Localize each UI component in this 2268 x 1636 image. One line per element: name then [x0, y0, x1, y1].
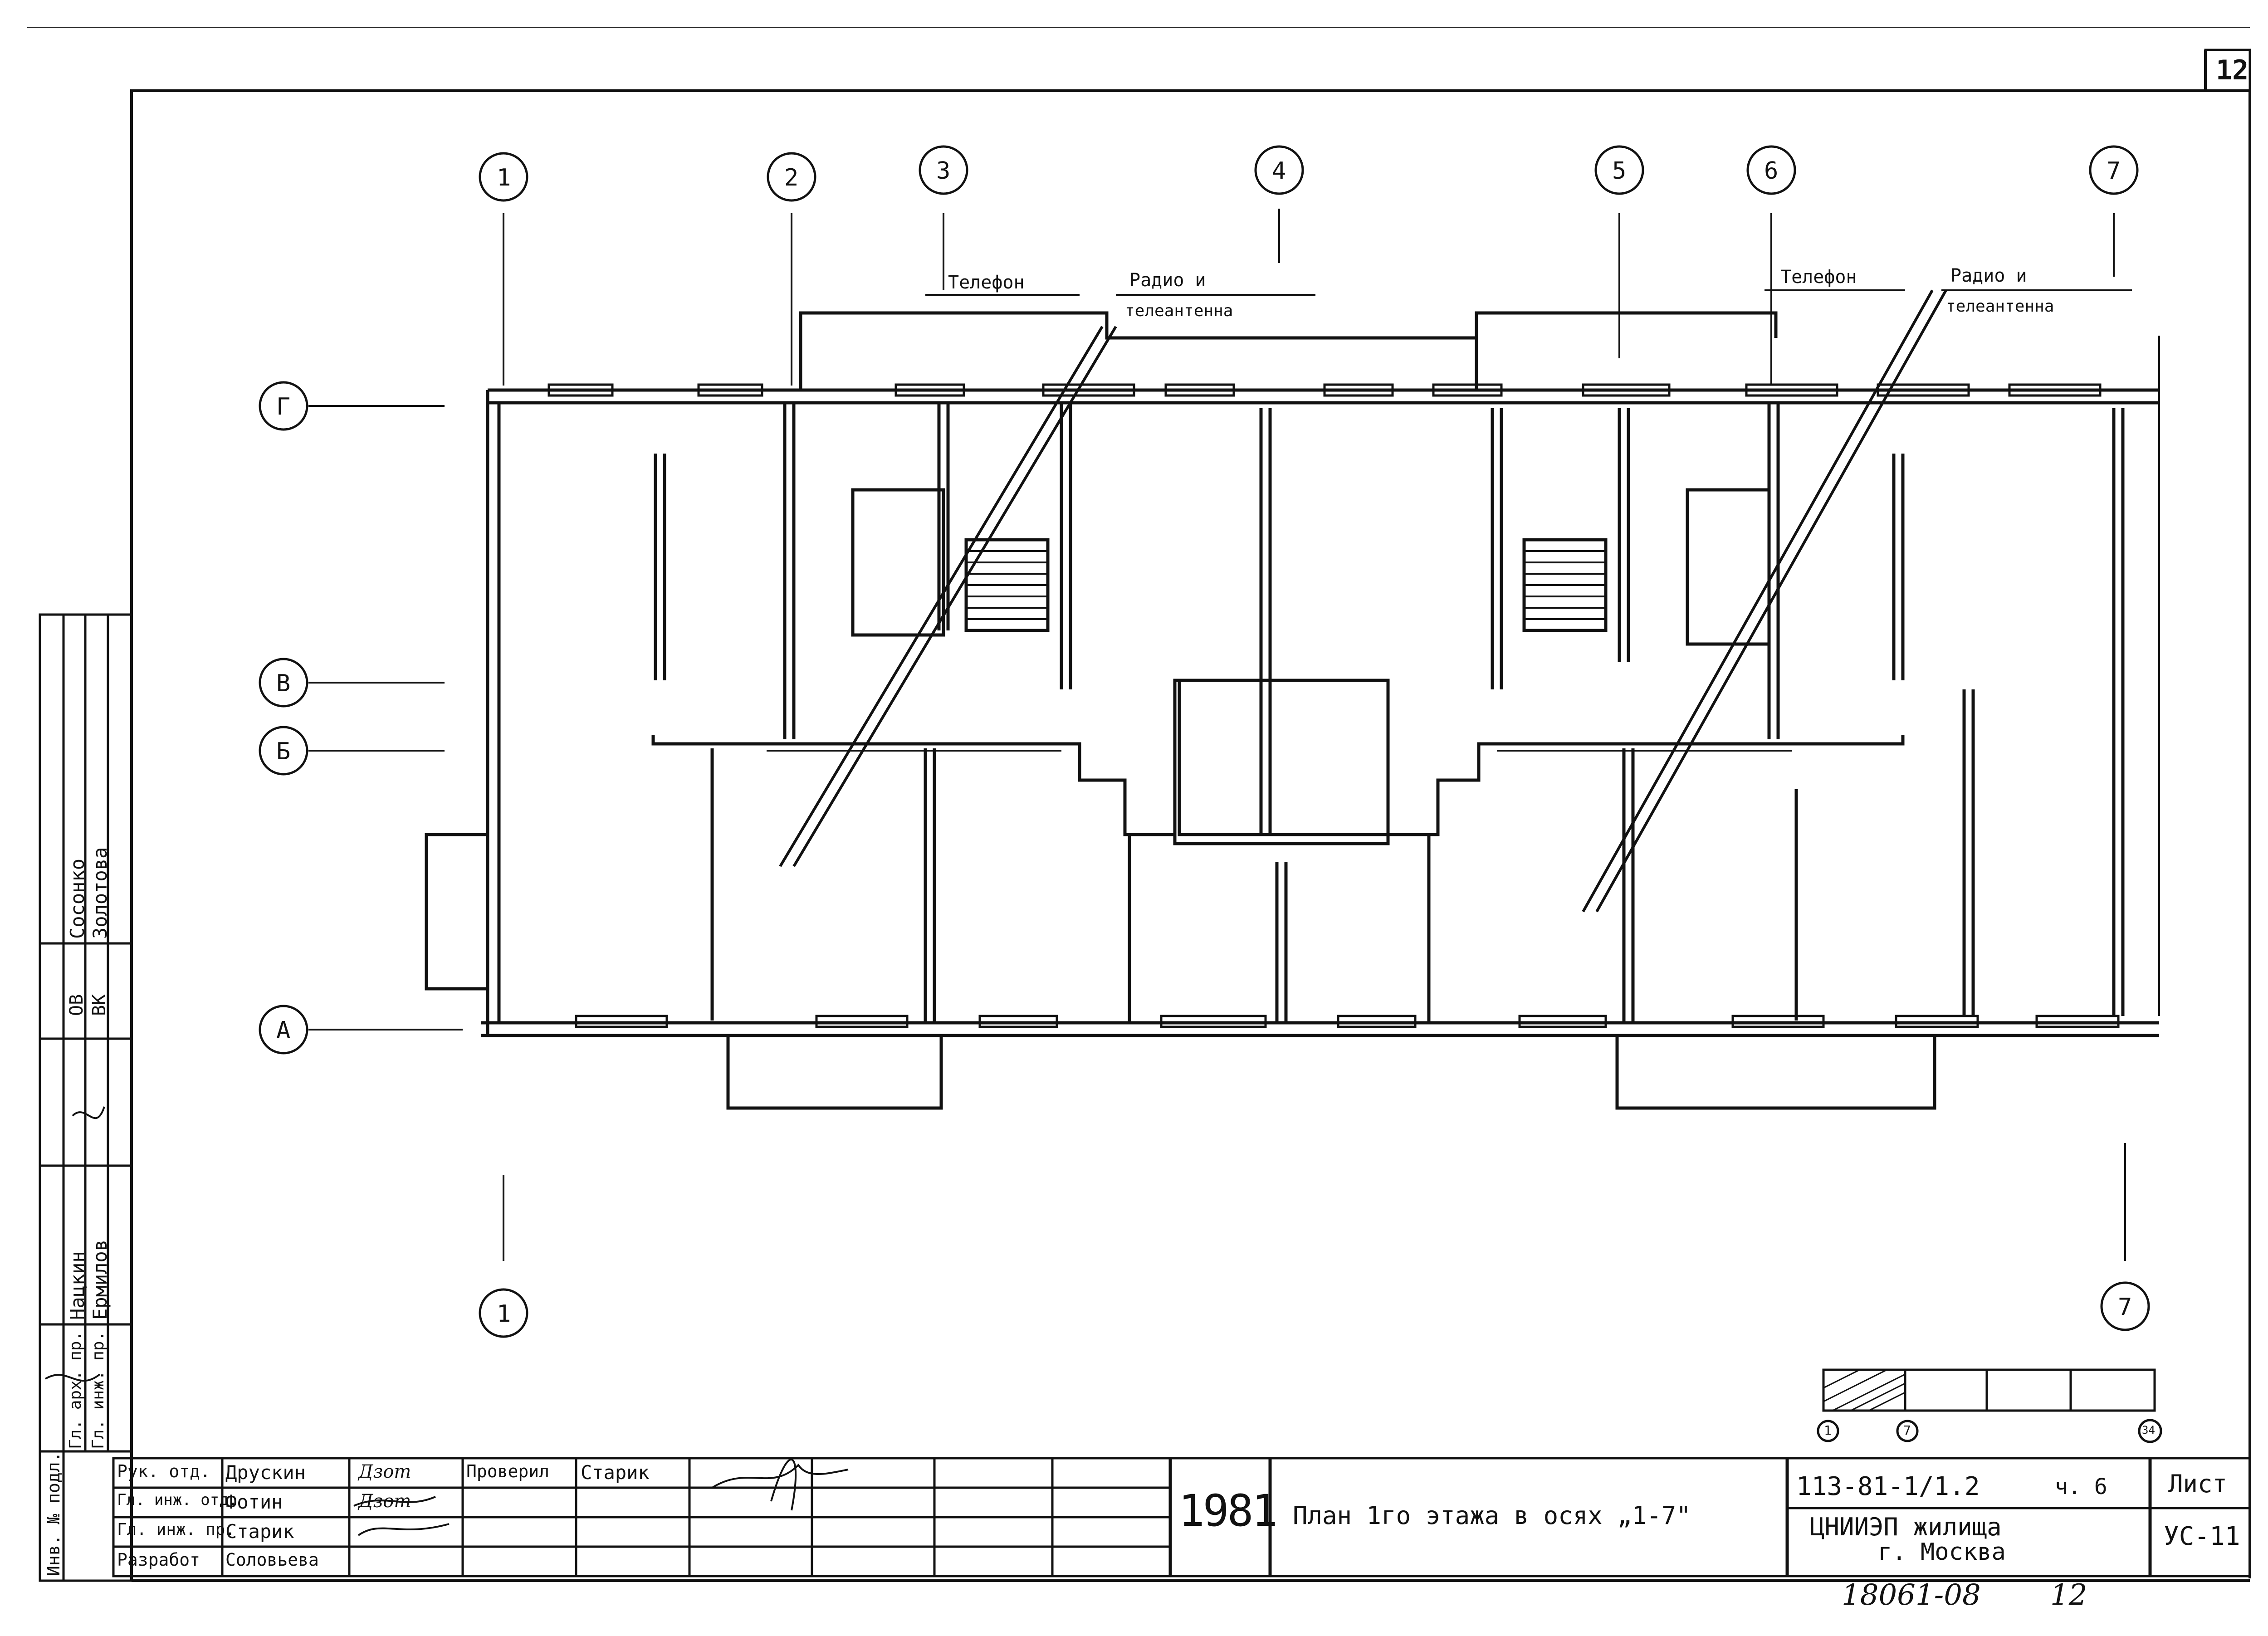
corner-sheet-number: 12 [2216, 54, 2249, 86]
axis-label-6: 6 [1764, 157, 1779, 185]
side-stamp-row2-1: ОВ [66, 994, 87, 1016]
tb-role-1: Рук. отд. [117, 1461, 210, 1481]
tb-role-4: Разработ [117, 1550, 200, 1570]
footer-sheet: 12 [2050, 1578, 2087, 1612]
side-stamp-inv-label: Инв. № подл. [44, 1451, 64, 1576]
axis-label-1: 1 [497, 164, 511, 191]
drawing-title: План 1го этажа в осях „1-7" [1293, 1501, 1691, 1530]
label-radio-left-2: телеантенна [1125, 302, 1233, 320]
tb-checked-role: Проверил [466, 1461, 550, 1481]
axis-label-A: А [276, 1017, 291, 1044]
side-stamp-role-2: Гл. инж. пр. [89, 1331, 108, 1449]
stair-treads [966, 550, 1606, 620]
side-stamp-name-1: Нацкин [66, 1251, 88, 1320]
side-stamp-row2-2: ВК [89, 994, 110, 1016]
side-stamp-name-2: Ермилов [89, 1239, 111, 1320]
title-block [112, 1457, 2251, 1577]
tb-role-2: Гл. инж. отд. [117, 1491, 238, 1509]
tb-sign-1: Дзот [358, 1461, 411, 1482]
sheet-code: УС-11 [2164, 1522, 2240, 1551]
label-radio-left-1: Радио и [1129, 270, 1206, 291]
year: 1981 [1178, 1485, 1278, 1536]
axis-lines [308, 209, 2126, 1261]
side-stamp-name2-2: Золотова [89, 847, 111, 939]
label-phone-right: Телефон [1780, 267, 1857, 288]
axis-label-5: 5 [1612, 157, 1627, 185]
tb-sign-2: Дзот [358, 1491, 411, 1512]
sheet-label: Лист [2168, 1470, 2228, 1498]
side-stamp-name2-1: Сосонко [66, 858, 88, 939]
label-radio-right-2: телеантенна [1946, 297, 2054, 316]
axis-label-bottom-7: 7 [2118, 1294, 2132, 1321]
key-plan-label-1: 1 [1824, 1423, 1832, 1438]
city: г. Москва [1878, 1538, 2006, 1566]
tb-name-1: Друскин [225, 1461, 306, 1484]
axis-label-4: 4 [1272, 157, 1286, 185]
utility-risers [767, 289, 1947, 913]
side-stamp-role-1: Гл. арх. пр. [66, 1331, 85, 1449]
organization: ЦНИИЭП жилища [1810, 1513, 2002, 1541]
building-walls [425, 311, 2160, 1110]
tb-name-3: Старик [225, 1520, 294, 1543]
label-radio-right-1: Радио и [1950, 265, 2027, 286]
label-phone-left: Телефон [948, 272, 1025, 293]
doc-code: 113-81-1/1.2 [1796, 1472, 1980, 1501]
sheet-frame [27, 27, 2251, 1582]
key-plan [1817, 1368, 2162, 1443]
signatures [44, 1106, 849, 1536]
tb-role-3: Гл. инж. пр. [117, 1520, 235, 1539]
key-plan-label-34: 34 [2142, 1424, 2155, 1436]
axis-label-7: 7 [2107, 157, 2121, 185]
footer-number: 18061-08 [1842, 1578, 1981, 1612]
tb-name-4: Соловьева [225, 1550, 319, 1570]
axis-bubbles [259, 145, 2150, 1338]
tb-checked-name: Старик [581, 1461, 650, 1484]
axis-label-3: 3 [936, 157, 951, 185]
axis-label-bottom-1: 1 [497, 1300, 511, 1328]
tb-name-2: Фотин [225, 1491, 283, 1513]
doc-part: ч. 6 [2055, 1474, 2107, 1499]
axis-label-G: Г [276, 393, 291, 420]
windows [547, 383, 2120, 1028]
axis-label-V: В [276, 670, 291, 697]
key-plan-label-7: 7 [1903, 1423, 1911, 1438]
label-leaders [925, 289, 2132, 296]
side-stamp-box [39, 613, 133, 1582]
axis-label-B: Б [276, 738, 291, 765]
axis-label-2: 2 [784, 164, 799, 191]
